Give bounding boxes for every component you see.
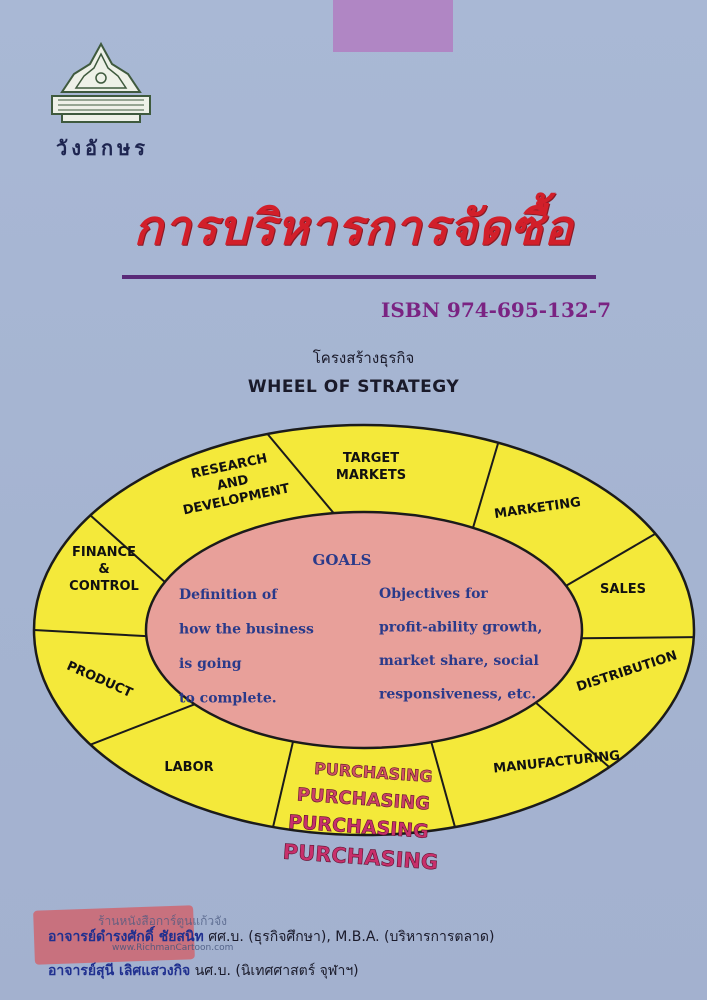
goals-heading: GOALS: [313, 551, 372, 569]
isbn: ISBN 974-695-132-7: [380, 298, 611, 322]
author-2-name: อาจารย์สุนี เลิศแสวงกิจ: [48, 963, 191, 979]
thai-crown-emblem-icon: [51, 41, 151, 123]
goals-left-line-1: how the business: [179, 622, 314, 638]
author-1-credentials: ศศ.บ. (ธุรกิจศึกษา), M.B.A. (บริหารการตล…: [208, 929, 495, 945]
purchasing-text-3: PURCHASING: [282, 840, 439, 875]
book-title: การบริหารการจัดซื้อ: [133, 200, 574, 256]
wheel-divider-3: [581, 636, 694, 640]
goals-right-line-0: Objectives for: [379, 586, 488, 602]
wheel-segment-8-line-1: &: [98, 562, 109, 577]
wheel-divider-7: [90, 703, 195, 746]
wheel-divider-9: [89, 514, 166, 583]
author-1: อาจารย์ดำรงศักดิ์ ชัยสนิท ศศ.บ. (ธุรกิจศ…: [48, 920, 494, 954]
wheel-divider-8: [33, 629, 147, 638]
wheel-segment-2-line-0: SALES: [600, 582, 646, 597]
top-color-tab: [333, 0, 453, 52]
title-underline: [122, 275, 596, 279]
wheel-segment-9-line-1: AND: [216, 473, 250, 494]
goals-right-line-1: profit-ability growth,: [379, 620, 542, 636]
wheel-segment-label-0: TARGET MARKETS: [336, 451, 406, 483]
wheel-segment-label-6: LABOR: [164, 760, 213, 775]
goals-left-line-2: is going: [179, 656, 242, 672]
publisher-name: วังอักษร: [56, 136, 150, 160]
shop-watermark-url: www.RichmanCartoon.com: [112, 943, 234, 953]
wheel-divider-5: [430, 741, 456, 828]
author-1-name: อาจารย์ดำรงศักดิ์ ชัยสนิท: [48, 929, 204, 945]
author-2: อาจารย์สุนี เลิศแสวงกิจ นศ.บ. (นิเทศศาสต…: [48, 954, 494, 988]
goals-left-line-0: Definition of: [179, 587, 278, 603]
shop-watermark-text: ร้านหนังสือการ์ตูนแก้วจัง: [98, 914, 227, 928]
wheel-segment-label-8: FINANCE & CONTROL: [69, 545, 139, 594]
author-2-credentials: นศ.บ. (นิเทศศาสตร์ จุฬาฯ): [194, 963, 359, 979]
wheel-divider-6: [272, 741, 294, 828]
wheel-divider-0: [266, 433, 335, 514]
wheel-center-goals: [144, 510, 584, 750]
wheel-divider-1: [472, 442, 500, 529]
wheel-segment-0-line-0: TARGET: [343, 451, 399, 466]
diagram-caption-english: WHEEL OF STRATEGY: [247, 377, 460, 397]
wheel-segment-label-2: SALES: [600, 582, 646, 597]
author-list: อาจารย์ดำรงศักดิ์ ชัยสนิท ศศ.บ. (ธุรกิจศ…: [48, 920, 494, 988]
wheel-segment-0-line-1: MARKETS: [336, 468, 406, 483]
wheel-segment-8-line-2: CONTROL: [69, 579, 139, 594]
goals-left-line-3: to complete.: [179, 691, 277, 707]
wheel-segment-6-line-0: LABOR: [164, 760, 213, 775]
goals-right-line-2: market share, social: [379, 653, 539, 669]
goals-right-line-3: responsiveness, etc.: [379, 687, 536, 703]
wheel-segment-8-line-0: FINANCE: [72, 545, 136, 560]
wheel-divider-4: [535, 701, 610, 768]
wheel-divider-2: [565, 532, 656, 587]
diagram-caption-thai: โครงสร้างธุรกิจ: [312, 349, 415, 367]
